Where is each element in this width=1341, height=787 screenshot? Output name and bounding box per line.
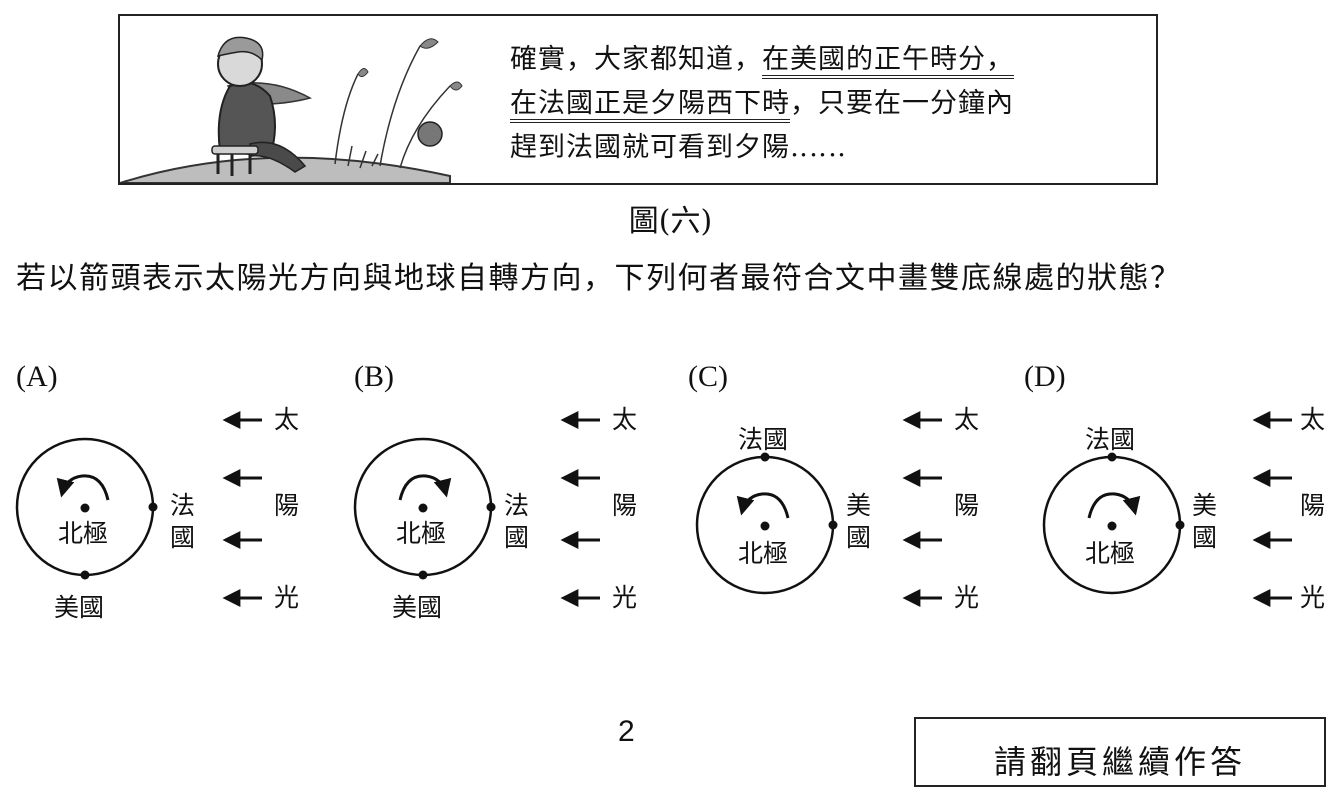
sun-char-3: 光 <box>612 583 637 612</box>
north-pole-label: 北極 <box>58 519 108 548</box>
france-label-vertical: 法 國 <box>504 491 529 552</box>
svg-text:國: 國 <box>504 523 529 552</box>
north-pole-label: 北極 <box>1085 539 1135 568</box>
usa-dot <box>80 570 90 580</box>
question-stem: 若以箭頭表示太陽光方向與地球自轉方向，下列何者最符合文中畫雙底線處的狀態？ <box>16 261 1182 296</box>
france-label: 法國 <box>1085 425 1135 454</box>
usa-label-vertical: 美 國 <box>846 491 871 552</box>
little-prince-illustration <box>120 36 463 183</box>
sun-char-3: 光 <box>954 583 979 612</box>
usa-label-vertical: 美 國 <box>1192 491 1217 552</box>
option-c-label[interactable]: (C) <box>688 360 728 393</box>
option-b-diagram[interactable]: 北極 美國 法 國 太 陽 光 <box>338 390 668 640</box>
sun-char-2: 陽 <box>1300 491 1325 520</box>
option-d-diagram[interactable]: 北極 法國 美 國 太 陽 光 <box>1010 390 1340 640</box>
quote-text: 確實，大家都知道，在美國的正午時分， 在法國正是夕陽西下時，只要在一分鐘內 趕到… <box>510 38 1150 170</box>
option-d-label[interactable]: (D) <box>1024 360 1066 393</box>
rotation-arrow <box>736 492 790 519</box>
sunlight-arrows: 太 陽 光 <box>902 405 979 612</box>
figure-box: 確實，大家都知道，在美國的正午時分， 在法國正是夕陽西下時，只要在一分鐘內 趕到… <box>118 14 1158 185</box>
france-char-2: 國 <box>170 523 195 552</box>
france-label-vertical: 法 國 <box>170 491 195 552</box>
quote-line2-underlined: 在法國正是夕陽西下時 <box>510 88 790 123</box>
figure-caption: 圖(六) <box>628 204 713 239</box>
north-pole-dot <box>760 521 770 531</box>
svg-text:法: 法 <box>504 491 529 520</box>
page-number: 2 <box>618 715 635 748</box>
france-dot <box>1107 452 1117 462</box>
usa-label: 美國 <box>392 593 442 622</box>
quote-line3: 趕到法國就可看到夕陽‥‥‥ <box>510 132 848 163</box>
svg-text:美: 美 <box>846 491 871 520</box>
sunlight-arrows: 太 陽 光 <box>222 405 299 612</box>
quote-line1-a: 確實，大家都知道， <box>510 44 762 75</box>
svg-text:國: 國 <box>846 523 871 552</box>
france-label: 法國 <box>738 425 788 454</box>
option-b-label[interactable]: (B) <box>354 360 394 393</box>
usa-dot <box>1175 520 1185 530</box>
sun-char-2: 陽 <box>612 491 637 520</box>
sun-char-1: 太 <box>954 405 979 434</box>
sunlight-arrows: 太 陽 光 <box>560 405 637 612</box>
france-dot <box>486 502 496 512</box>
sun-char-2: 陽 <box>954 491 979 520</box>
france-char-1: 法 <box>170 491 195 520</box>
france-dot <box>760 452 770 462</box>
sun-char-1: 太 <box>612 405 637 434</box>
svg-text:國: 國 <box>1192 523 1217 552</box>
rotation-arrow <box>1087 492 1141 519</box>
sun-char-2: 陽 <box>274 491 299 520</box>
continue-notice: 請翻頁繼續作答 <box>914 717 1326 787</box>
option-a-label[interactable]: (A) <box>16 360 58 393</box>
option-a-diagram[interactable]: 北極 美國 法 國 太 陽 光 <box>0 390 330 640</box>
north-pole-label: 北極 <box>396 519 446 548</box>
sun-char-3: 光 <box>1300 583 1325 612</box>
sun-char-3: 光 <box>274 583 299 612</box>
usa-dot <box>418 570 428 580</box>
sunlight-arrows: 太 陽 光 <box>1252 405 1325 612</box>
north-pole-dot <box>80 503 90 513</box>
north-pole-dot <box>418 503 428 513</box>
quote-line2-b: ，只要在一分鐘內 <box>790 88 1014 119</box>
rotation-arrow <box>56 474 110 501</box>
sun-char-1: 太 <box>1300 405 1325 434</box>
usa-dot <box>828 520 838 530</box>
quote-line1-underlined: 在美國的正午時分， <box>762 44 1014 79</box>
france-dot <box>148 502 158 512</box>
north-pole-dot <box>1107 521 1117 531</box>
rotation-arrow <box>398 474 452 501</box>
north-pole-label: 北極 <box>738 539 788 568</box>
svg-text:美: 美 <box>1192 491 1217 520</box>
option-c-diagram[interactable]: 北極 法國 美 國 太 陽 光 <box>680 390 1010 640</box>
sun-char-1: 太 <box>274 405 299 434</box>
usa-label: 美國 <box>54 593 104 622</box>
